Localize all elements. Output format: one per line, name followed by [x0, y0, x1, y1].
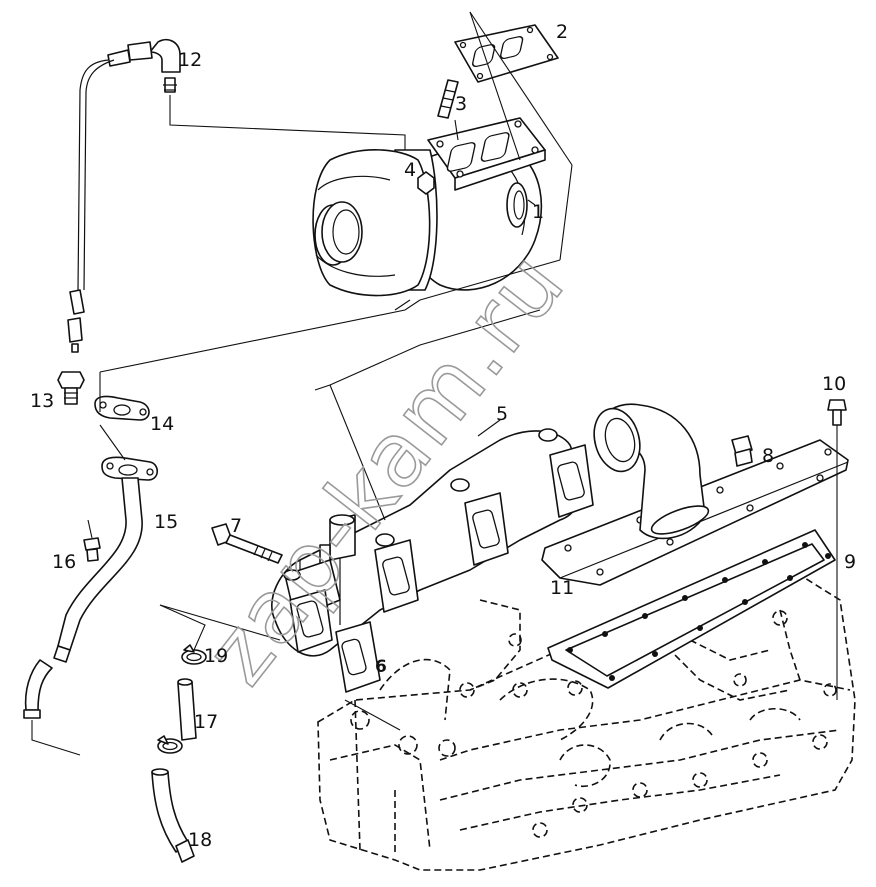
callout-5: 5	[496, 403, 508, 425]
callout-2: 2	[556, 21, 568, 43]
stud	[437, 79, 459, 119]
callout-10: 10	[822, 373, 846, 395]
callout-9: 9	[844, 551, 856, 573]
turbocharger	[312, 117, 546, 297]
manifold-bolt	[211, 523, 283, 564]
callout-13: 13	[30, 390, 54, 412]
turbo-gasket	[454, 24, 559, 83]
callout-7: 7	[230, 515, 242, 537]
engine-block-outline	[317, 574, 856, 871]
callout-11: 11	[550, 577, 574, 599]
oil-drain-pipe	[23, 395, 207, 863]
callout-6: 6	[375, 657, 387, 677]
callout-8: 8	[762, 445, 774, 467]
manifold-port-gasket	[335, 621, 381, 693]
callout-12: 12	[178, 49, 202, 71]
callout-16: 16	[52, 551, 76, 573]
callout-14: 14	[150, 413, 174, 435]
callout-15: 15	[154, 511, 178, 533]
exhaust-manifold	[271, 428, 594, 657]
callout-18: 18	[188, 829, 212, 851]
callout-3: 3	[455, 93, 467, 115]
intake-cover	[541, 403, 849, 586]
callout-labels: 2 3 4 1 12 13 14 5 10 8 15 7 9 16 11 19 …	[30, 21, 856, 851]
callout-1: 1	[532, 201, 544, 223]
leader-lines	[31, 11, 838, 756]
callout-17: 17	[194, 711, 218, 733]
oil-feed-pipe	[57, 38, 181, 405]
callout-19: 19	[204, 645, 228, 667]
cover-bolt	[827, 399, 847, 426]
callout-4: 4	[404, 159, 416, 181]
intake-cover-gasket	[547, 529, 836, 689]
